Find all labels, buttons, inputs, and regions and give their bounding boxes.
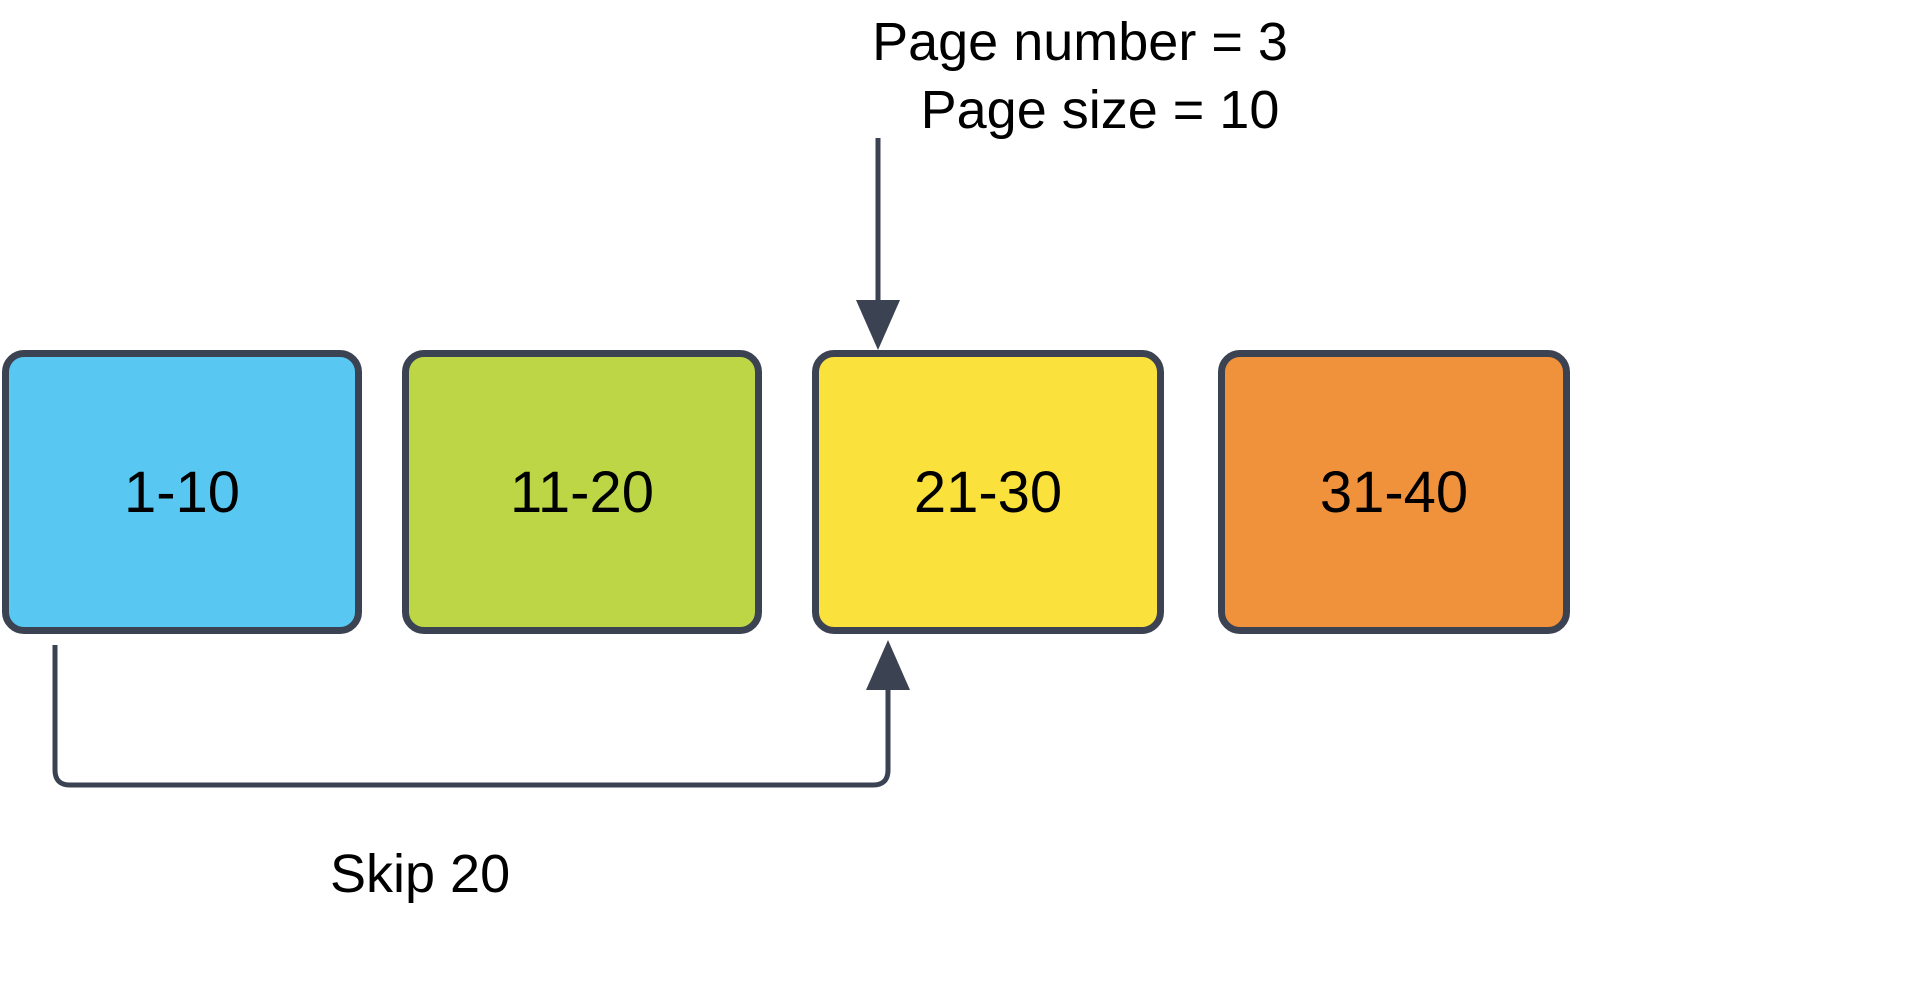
- page-box-label: 31-40: [1319, 459, 1469, 525]
- page-box-label: 21-30: [913, 459, 1063, 525]
- page-box-1-10[interactable]: 1-10: [2, 350, 362, 634]
- page-parameters-label: Page number = 3 Page size = 10: [872, 8, 1288, 144]
- page-size-line: Page size = 10: [920, 80, 1280, 141]
- page-box-label: 11-20: [509, 459, 655, 525]
- skip-label: Skip 20: [330, 844, 511, 904]
- page-box-21-30[interactable]: 21-30: [812, 350, 1164, 634]
- page-box-31-40[interactable]: 31-40: [1218, 350, 1570, 634]
- page-box-11-20[interactable]: 11-20: [402, 350, 762, 634]
- page-number-line: Page number = 3: [872, 12, 1288, 72]
- page-pointer-arrow: [856, 138, 900, 350]
- skip-arrow: [52, 640, 910, 788]
- page-box-label: 1-10: [123, 459, 241, 525]
